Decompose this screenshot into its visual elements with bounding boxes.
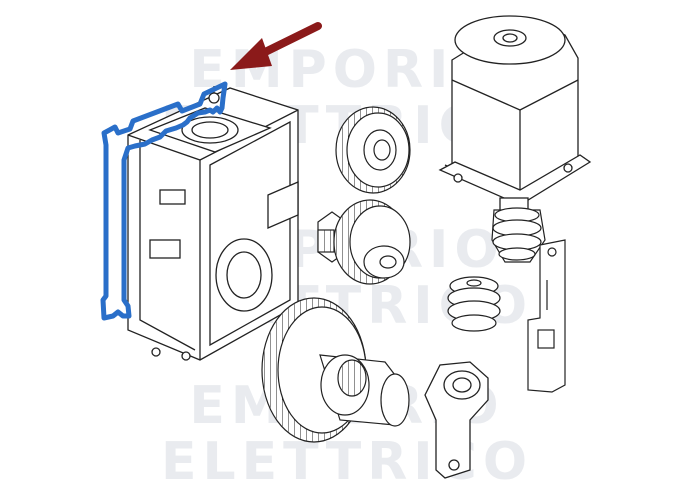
arrow-icon — [230, 22, 322, 70]
worm-screw — [491, 207, 546, 263]
bracket — [527, 239, 566, 393]
release-lever — [424, 361, 489, 479]
gearbox-housing — [127, 86, 299, 361]
top-gear — [335, 106, 411, 194]
middle-gear — [317, 199, 411, 285]
large-gear — [261, 297, 410, 443]
motor — [438, 15, 592, 213]
gasket — [100, 81, 228, 321]
small-worm-gear — [447, 276, 501, 332]
